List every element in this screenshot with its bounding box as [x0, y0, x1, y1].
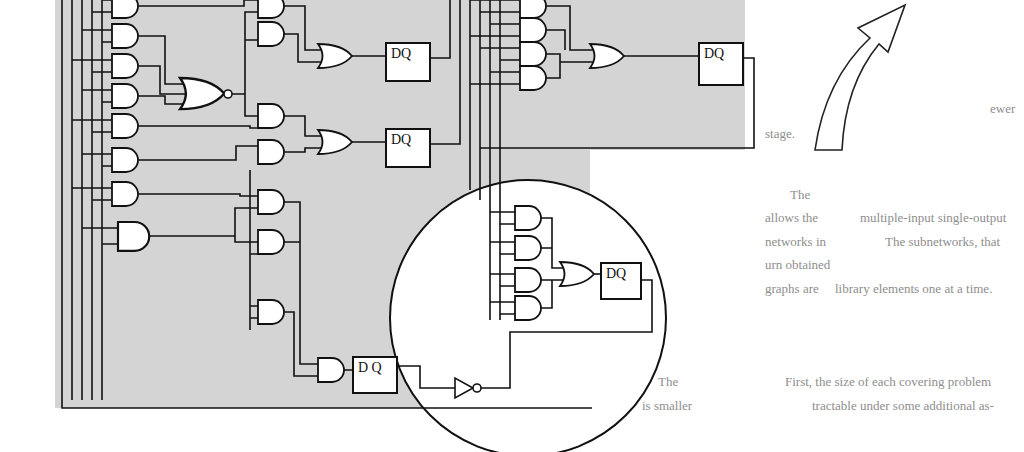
page-text: tractable under some additional as-: [812, 398, 994, 414]
flip-flop-box: DQ: [600, 262, 642, 300]
page-text: library elements one at a time.: [835, 281, 992, 297]
page-text: allows the: [765, 210, 818, 226]
flip-flop-label: DQ: [606, 266, 636, 282]
page-text: The: [790, 187, 810, 203]
flip-flop-label: D Q: [358, 360, 392, 376]
flip-flop-label: DQ: [391, 132, 425, 148]
wires: [62, 0, 754, 408]
page-text: urn obtained: [765, 257, 830, 273]
flip-flop-box: DQ: [385, 42, 431, 82]
page-text: stage.: [765, 126, 795, 142]
page-text: graphs are: [765, 281, 819, 297]
page-text: First, the size of each covering problem: [785, 374, 991, 390]
pointer-arrow: [815, 5, 905, 150]
flip-flop-label: DQ: [704, 46, 738, 62]
flip-flop-box: D Q: [352, 356, 398, 394]
highlight-circle: [390, 180, 666, 452]
page-text: ewer: [990, 101, 1015, 117]
flip-flop-label: DQ: [391, 46, 425, 62]
flip-flop-box: DQ: [385, 128, 431, 168]
flip-flop-box: DQ: [698, 42, 744, 86]
page-text: The: [658, 374, 678, 390]
logic-gates: [112, 0, 624, 398]
page-text: The subnetworks, that: [885, 234, 1000, 250]
page-text: multiple-input single-output: [860, 210, 1006, 226]
highlight-circle-fill: [390, 180, 666, 452]
page-text: networks in: [765, 234, 826, 250]
page-text: is smaller: [642, 398, 692, 414]
